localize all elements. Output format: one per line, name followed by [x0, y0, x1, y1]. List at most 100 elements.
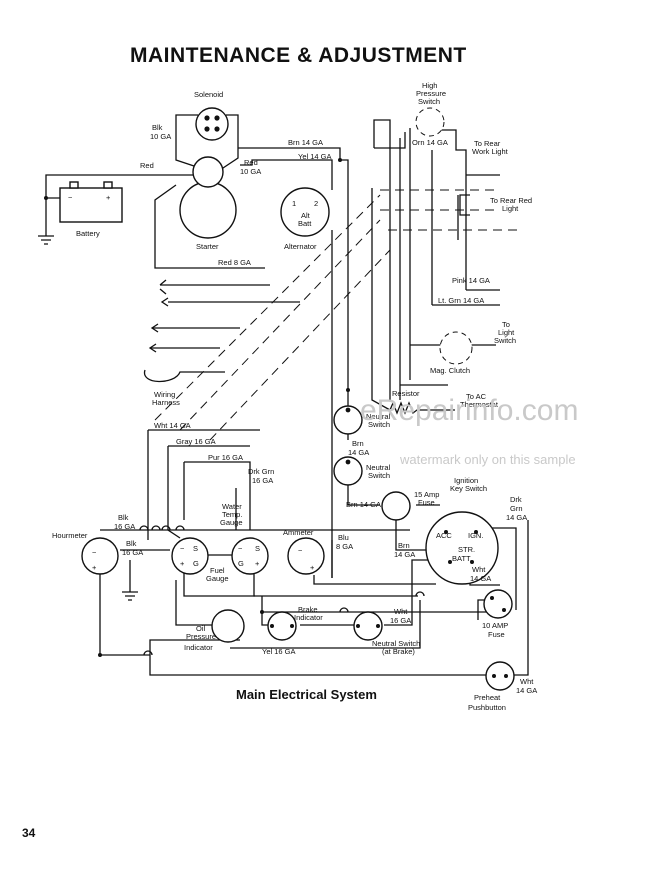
brake-indicator-label-1: Brake: [298, 605, 318, 614]
wire-pink-14: Pink 14 GA: [452, 276, 490, 285]
ignition-ign-label: IGN.: [468, 531, 483, 540]
ignition-batt-label: BATT.: [452, 554, 472, 563]
wire-blk-16-b-ga: 16 GA: [122, 548, 143, 557]
water-temp-plus: +: [255, 559, 260, 568]
rear-work-light: To Rear Work Light: [472, 139, 509, 156]
figure-caption: Main Electrical System: [236, 687, 377, 702]
alternator-batt-label: Batt: [298, 219, 312, 228]
rear-red-light: To Rear Red Light: [490, 196, 532, 213]
ignition-label-1: Ignition: [454, 476, 478, 485]
oil-pressure-indicator: Oil Pressure Indicator: [184, 609, 245, 652]
fuse-10-amp: 10 AMP Fuse: [482, 589, 513, 639]
fuse-15-label-2: Fuse: [418, 498, 435, 507]
light-switch: To Light Switch: [494, 320, 516, 345]
wire-wht-14-b-ga: 14 GA: [470, 574, 491, 583]
brake-indicator: Brake Indicator: [267, 605, 323, 641]
fuel-gauge-minus: −: [180, 544, 185, 553]
fuel-gauge-g: G: [193, 559, 199, 568]
wire-blk-16-b: Blk: [126, 539, 137, 548]
fuel-gauge-plus: +: [180, 559, 185, 568]
ammeter-plus: +: [310, 563, 315, 572]
wire-red: Red: [140, 161, 154, 170]
ignition-label-2: Key Switch: [450, 484, 487, 493]
wire-blk-10-ga: 10 GA: [150, 132, 171, 141]
wire-brn-14-a: Brn: [352, 439, 364, 448]
neutral-switch-1-label-2: Switch: [368, 420, 390, 429]
wire-drkgrn-14-b: Grn: [510, 504, 523, 513]
page-header: MAINTENANCE & ADJUSTMENT: [130, 44, 467, 67]
alternator: 1 2 Alt Batt Alternator: [280, 187, 330, 251]
high-pressure-label-2: Pressure: [416, 89, 446, 98]
wire-wht-14-c: Wht: [520, 677, 534, 686]
ac-thermostat-label-2: Thermostat: [460, 400, 499, 409]
water-temp-g: G: [238, 559, 244, 568]
starter-label: Starter: [196, 242, 219, 251]
neutral-switch-1-label-1: Neutral: [366, 412, 391, 421]
battery: − + Battery: [59, 181, 123, 238]
fuse-10-label-2: Fuse: [488, 630, 505, 639]
water-temp-gauge: − S G + Water Temp. Gauge: [220, 502, 269, 575]
fuse-10-label-1: 10 AMP: [482, 621, 508, 630]
wire-drkgrn-16-ga: 16 GA: [252, 476, 273, 485]
wire-blu-8-ga: 8 GA: [336, 542, 353, 551]
wire-brn-14: Brn 14 GA: [288, 138, 323, 147]
rear-red-light-label-1: To Rear Red: [490, 196, 532, 205]
resistor-label: Resistor: [392, 389, 420, 398]
wire-blu-8: Blu: [338, 533, 349, 542]
water-temp-minus: −: [238, 544, 243, 553]
mag-clutch: Mag. Clutch: [430, 331, 473, 375]
wire-pur-16: Pur 16 GA: [208, 453, 243, 462]
wire-wht-16: Wht: [394, 607, 408, 616]
neutral-switch-brake: Neutral Switch (at Brake): [353, 611, 420, 656]
ignition-acc-label: ACC: [436, 531, 452, 540]
wire-red-10-ga: 10 GA: [240, 167, 261, 176]
wiring-harness: Wiring Harness: [152, 390, 180, 407]
wire-yel-14: Yel 14 GA: [298, 152, 332, 161]
wire-ltgrn-14: Lt. Grn 14 GA: [438, 296, 484, 305]
light-switch-label-3: Switch: [494, 336, 516, 345]
fuse-15-label-1: 15 Amp: [414, 490, 439, 499]
high-pressure-label-1: High: [422, 81, 437, 90]
rear-work-light-label-2: Work Light: [472, 147, 509, 156]
wire-labels: Blk 10 GA Red Red 10 GA Brn 14 GA Yel 14…: [114, 123, 537, 695]
neutral-brake-label-2: (at Brake): [382, 647, 415, 656]
neutral-switch-2: Neutral Switch: [333, 456, 391, 486]
neutral-brake-label-1: Neutral Switch: [372, 639, 420, 648]
solenoid: Solenoid: [194, 90, 229, 141]
preheat-label-2: Pushbutton: [468, 703, 506, 712]
wiring-harness-label-2: Harness: [152, 398, 180, 407]
wire-brn-14-a-ga: 14 GA: [348, 448, 369, 457]
alternator-terminal-2: 2: [314, 199, 318, 208]
wire-wht-14-b: Wht: [472, 565, 486, 574]
oil-pressure-label-2: Pressure: [186, 632, 216, 641]
high-pressure-label-3: Switch: [418, 97, 440, 106]
wiring-harness-label-1: Wiring: [154, 390, 175, 399]
page-number: 34: [22, 826, 36, 840]
water-temp-s: S: [255, 544, 260, 553]
ac-thermostat-label-1: To AC: [466, 392, 487, 401]
light-switch-label-1: To: [502, 320, 510, 329]
wire-blk-16-a-ga: 16 GA: [114, 522, 135, 531]
wire-drkgrn-14-ga: 14 GA: [506, 513, 527, 522]
battery-label: Battery: [76, 229, 100, 238]
rear-work-light-label-1: To Rear: [474, 139, 501, 148]
resistor: Resistor: [392, 389, 420, 398]
alternator-label: Alternator: [284, 242, 317, 251]
wire-red-8: Red 8 GA: [218, 258, 251, 267]
oil-pressure-label-1: Oil: [196, 624, 206, 633]
solenoid-label: Solenoid: [194, 90, 223, 99]
wire-blk-10: Blk: [152, 123, 163, 132]
wire-brn-14-c-ga: 14 GA: [394, 550, 415, 559]
fuel-gauge-s: S: [193, 544, 198, 553]
high-pressure-switch: High Pressure Switch: [415, 81, 446, 137]
wire-brn-14-b: Brn 14 GA: [346, 500, 381, 509]
battery-negative-label: −: [68, 193, 73, 202]
fuel-gauge: − S + G Fuel Gauge: [171, 537, 229, 583]
alternator-terminal-1: 1: [292, 199, 296, 208]
junction-dots: [44, 158, 350, 657]
wire-wht-14: Wht 14 GA: [154, 421, 191, 430]
brake-indicator-label-2: Indicator: [294, 613, 323, 622]
wire-blk-16-a: Blk: [118, 513, 129, 522]
ac-thermostat: To AC Thermostat: [460, 392, 499, 409]
fuse-15-amp: 15 Amp Fuse: [381, 490, 439, 521]
